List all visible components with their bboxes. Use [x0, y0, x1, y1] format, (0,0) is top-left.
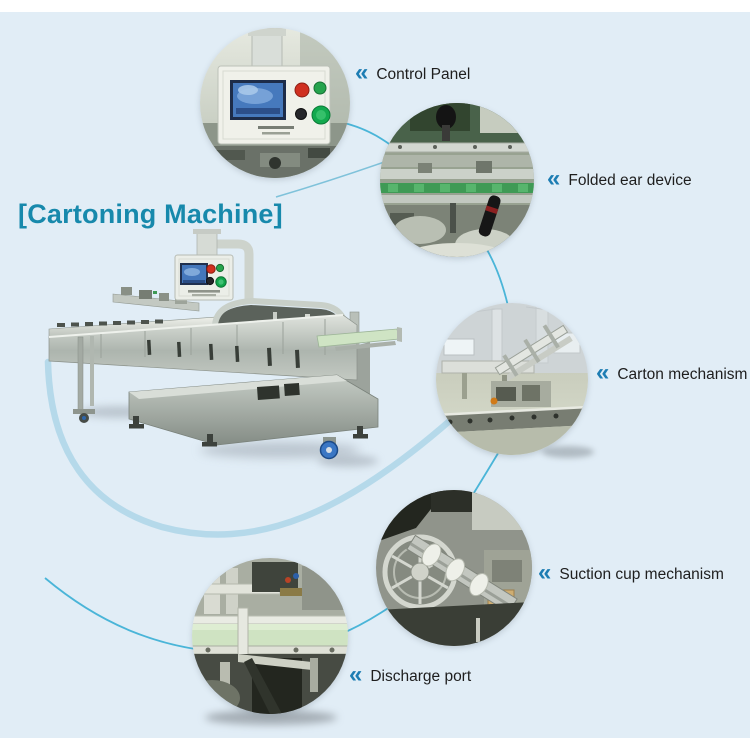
callout-label: Discharge port [370, 668, 472, 685]
double-chevron-left-icon: « [596, 359, 610, 386]
machine-drawing [48, 229, 402, 460]
callout-folded-ear-device: « Folded ear device [547, 165, 692, 192]
folded-ear-device-photo [380, 103, 534, 257]
callout-label: Carton mechanism [617, 366, 748, 383]
callout-carton-mechanism: « Carton mechanism [596, 359, 748, 386]
connector-carton-suction [471, 449, 501, 497]
double-chevron-left-icon: « [355, 59, 369, 86]
callout-label: Suction cup mechanism [559, 566, 724, 583]
callout-discharge-port: « Discharge port [349, 661, 472, 688]
connector-folded-carton [485, 247, 509, 307]
orbit-arc-bottom [44, 358, 466, 538]
discharge-port-photo [192, 558, 348, 714]
control-panel-photo [200, 28, 350, 178]
carton-circle-shadow [542, 446, 594, 458]
cartoning-machine-photo [5, 228, 405, 478]
callout-label: Folded ear device [568, 172, 692, 189]
callout-label: Control Panel [376, 66, 471, 83]
double-chevron-left-icon: « [538, 559, 552, 586]
double-chevron-left-icon: « [349, 661, 363, 688]
callout-control-panel: « Control Panel [355, 59, 471, 86]
discharge-circle-shadow [205, 710, 337, 725]
connector-control-folded [339, 121, 393, 147]
carton-mechanism-photo [436, 303, 588, 455]
suction-cup-mechanism-photo [376, 490, 532, 646]
orbit-arc-top [275, 159, 391, 198]
double-chevron-left-icon: « [547, 165, 561, 192]
page-title: [Cartoning Machine] [18, 199, 283, 229]
machine-shadow-center [200, 442, 360, 458]
callout-suction-cup-mechanism: « Suction cup mechanism [538, 559, 724, 586]
